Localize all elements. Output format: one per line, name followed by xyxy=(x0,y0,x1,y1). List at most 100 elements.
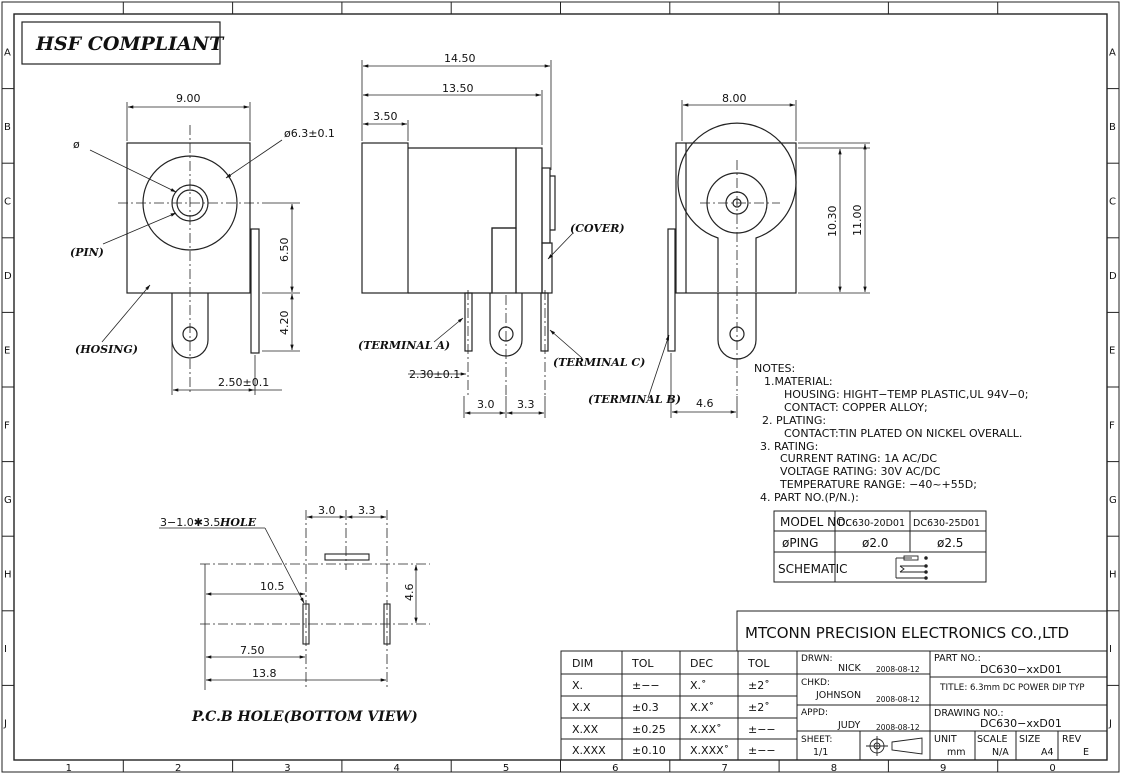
side-w3-dim: 3.50 xyxy=(373,110,398,123)
pcb-d138: 13.8 xyxy=(252,667,277,680)
tol-cell: ±0.10 xyxy=(632,744,666,757)
company-name: MTCONN PRECISION ELECTRONICS CO.,LTD xyxy=(745,624,1069,642)
front-h2-dim: 4.20 xyxy=(278,311,291,336)
rear-width-dim: 8.00 xyxy=(722,92,747,105)
hsf-badge: HSF COMPLIANT xyxy=(21,21,225,65)
size-value: A4 xyxy=(1041,747,1054,758)
appd-label: APPD: xyxy=(801,708,828,718)
size-label: SIZE xyxy=(1019,734,1040,745)
row-label-left: B xyxy=(4,122,11,133)
notes-line: 2. PLATING: xyxy=(762,414,826,427)
model-table: MODEL NO: DC630-20D01 DC630-25D01 øPING … xyxy=(773,510,987,583)
column-label: 4 xyxy=(394,763,400,774)
row-label-right: H xyxy=(1109,570,1117,581)
drwn-date: 2008-08-12 xyxy=(876,665,920,674)
drwn-label: DRWN: xyxy=(801,654,832,664)
column-label: 7 xyxy=(721,763,727,774)
notes-line: CURRENT RATING: 1A AC/DC xyxy=(780,452,937,465)
chkd-label: CHKD: xyxy=(801,678,830,688)
row-label-right: C xyxy=(1109,197,1116,208)
title-label: TITLE: xyxy=(939,683,967,693)
tol-header-cell: DIM xyxy=(572,657,593,670)
housing-label: (HOSING) xyxy=(75,343,138,356)
row-label-left: I xyxy=(4,644,7,655)
column-label: 5 xyxy=(503,763,509,774)
ping-20: ø2.0 xyxy=(862,536,888,550)
notes-line: HOUSING: HIGHT−TEMP PLASTIC,UL 94V−0; xyxy=(784,388,1028,401)
model-no-label: MODEL NO: xyxy=(780,515,849,529)
pin-label: (PIN) xyxy=(70,246,104,259)
row-label-right: D xyxy=(1109,271,1117,282)
title-value: 6.3mm DC POWER DIP TYP xyxy=(970,683,1085,693)
side-w2-dim: 13.50 xyxy=(442,82,474,95)
side-view xyxy=(361,60,583,418)
sheet-value: 1/1 xyxy=(813,747,828,758)
rev-value: E xyxy=(1083,747,1089,758)
column-label: 8 xyxy=(831,763,837,774)
tol-cell: X.XX xyxy=(572,723,599,736)
notes-line: CONTACT: COPPER ALLOY; xyxy=(784,401,928,414)
row-label-left: J xyxy=(3,719,7,730)
tol-cell: ±2˚ xyxy=(748,701,770,714)
notes-line: 3. RATING: xyxy=(760,440,818,453)
column-label: 2 xyxy=(175,763,181,774)
pcb-hole-note: 3−1.0✱3.5 xyxy=(160,516,220,529)
tol-cell: X.XXX xyxy=(572,744,606,757)
notes-title: NOTES: xyxy=(754,362,795,375)
front-h1-dim: 6.50 xyxy=(278,238,291,263)
part-label: PART NO.: xyxy=(934,653,981,664)
drawing-value: DC630−xxD01 xyxy=(980,717,1062,730)
pcb-d30: 3.0 xyxy=(318,504,336,517)
side-view-labels: 14.50 13.50 3.50 (COVER) (TERMINAL A) (T… xyxy=(358,52,645,411)
model-20d01: DC630-20D01 xyxy=(838,518,905,529)
rear-d-dim: 4.6 xyxy=(696,397,714,410)
row-label-right: J xyxy=(1108,719,1112,730)
drwn-name: NICK xyxy=(838,663,862,674)
hsf-badge-text: HSF COMPLIANT xyxy=(35,33,225,55)
row-label-right: B xyxy=(1109,122,1116,133)
unit-label: UNIT xyxy=(934,734,957,745)
tol-cell: X.XX˚ xyxy=(690,723,722,736)
schematic-label: SCHEMATIC xyxy=(778,562,847,576)
tol-cell: ±2˚ xyxy=(748,679,770,692)
notes-line: CONTACT:TIN PLATED ON NICKEL OVERALL. xyxy=(784,427,1022,440)
ping-label: øPING xyxy=(782,536,818,550)
row-label-left: C xyxy=(4,197,11,208)
appd-name: JUDY xyxy=(837,720,861,731)
model-25d01: DC630-25D01 xyxy=(913,518,980,529)
rear-view xyxy=(647,100,870,418)
column-label: 3 xyxy=(284,763,290,774)
side-offset-dim: 2.30±0.1 xyxy=(409,368,460,381)
tol-cell: X.X˚ xyxy=(690,701,714,714)
row-label-left: F xyxy=(4,420,10,431)
tol-cell: ±−− xyxy=(748,744,776,757)
row-label-right: E xyxy=(1109,346,1115,357)
tol-header-cell: TOL xyxy=(631,657,654,670)
part-value: DC630−xxD01 xyxy=(980,663,1062,676)
phi-label: ø xyxy=(73,138,80,151)
schematic-symbol xyxy=(895,555,928,580)
drawing-label: DRAWING NO.: xyxy=(934,708,1004,719)
row-label-left: H xyxy=(4,570,12,581)
front-pitch-dim: 2.50±0.1 xyxy=(218,376,269,389)
front-width-dim: 9.00 xyxy=(176,92,201,105)
pcb-d750: 7.50 xyxy=(240,644,265,657)
tol-cell: ±0.3 xyxy=(632,701,659,714)
projection-symbol xyxy=(866,736,923,756)
side-d2-dim: 3.3 xyxy=(517,398,535,411)
pcb-d105: 10.5 xyxy=(260,580,285,593)
notes-line: 4. PART NO.(P/N.): xyxy=(760,491,859,504)
terminal-a-label: (TERMINAL A) xyxy=(358,339,450,352)
chkd-name: JOHNSON xyxy=(815,690,861,701)
side-w1-dim: 14.50 xyxy=(444,52,476,65)
rev-label: REV xyxy=(1062,734,1082,745)
title-block: MTCONN PRECISION ELECTRONICS CO.,LTD DRW… xyxy=(736,610,1108,761)
notes: NOTES: 1.MATERIAL: HOUSING: HIGHT−TEMP P… xyxy=(754,362,1028,504)
tol-cell: X.X xyxy=(572,701,591,714)
rear-h1-dim: 10.30 xyxy=(826,206,839,238)
tol-cell: ±−− xyxy=(632,679,660,692)
